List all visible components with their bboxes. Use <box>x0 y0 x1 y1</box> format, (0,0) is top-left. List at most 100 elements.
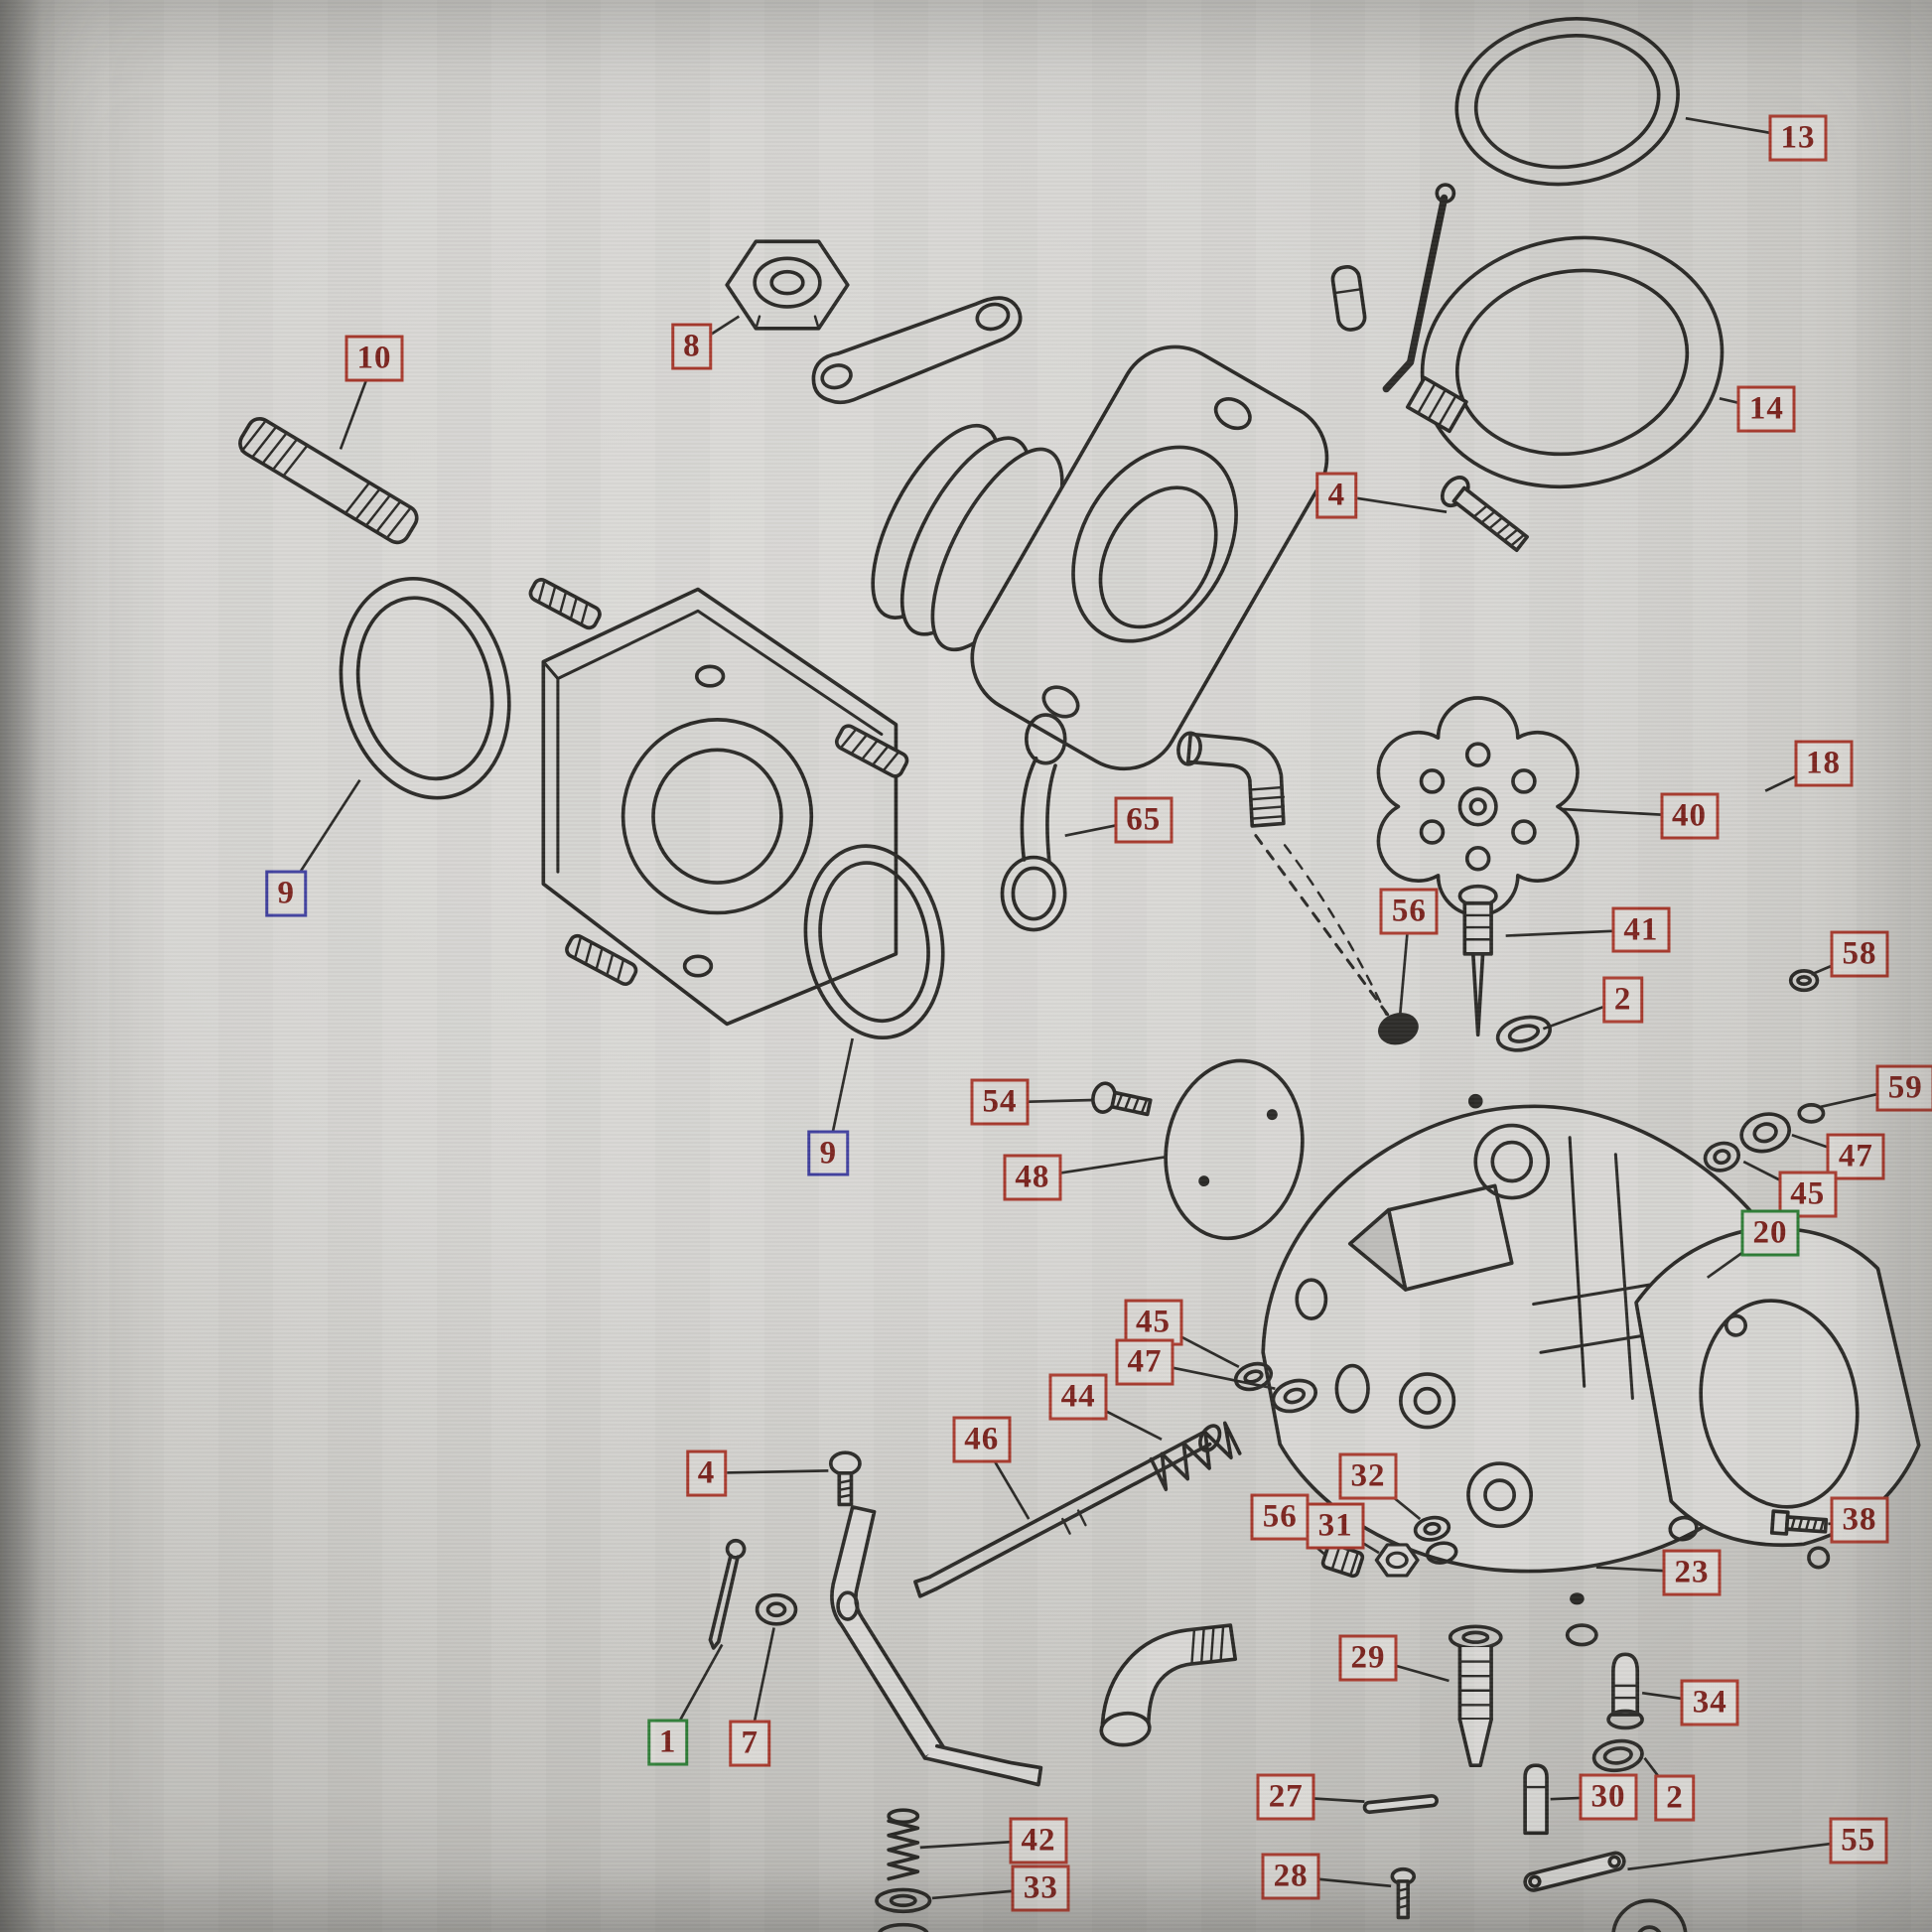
part-washer <box>1788 969 1820 993</box>
part-main-jet <box>1448 1624 1503 1767</box>
part-washer <box>1739 1112 1791 1154</box>
callout-54: 54 <box>970 1078 1030 1126</box>
callout-number: 27 <box>1268 1778 1304 1815</box>
part-washer <box>875 1887 932 1914</box>
callout-7: 7 <box>729 1720 771 1767</box>
callout-number: 28 <box>1273 1858 1309 1894</box>
part-washer <box>755 1592 798 1626</box>
callout-20: 20 <box>1740 1209 1800 1257</box>
part-pin <box>1362 1794 1439 1815</box>
callout-number: 9 <box>819 1135 838 1172</box>
part-washer <box>1425 1541 1458 1565</box>
part-oring <box>803 844 945 1040</box>
callout-33: 33 <box>1011 1864 1070 1912</box>
callout-32: 32 <box>1338 1452 1398 1500</box>
callout-number: 4 <box>1327 477 1346 513</box>
callout-number: 48 <box>1015 1159 1050 1195</box>
callout-number: 2 <box>1613 981 1632 1018</box>
part-plug <box>1523 1763 1549 1836</box>
callout-number: 29 <box>1350 1639 1386 1676</box>
callout-45: 45 <box>1124 1299 1183 1346</box>
callout-45: 45 <box>1778 1171 1838 1218</box>
part-gear-piece <box>1611 1898 1688 1932</box>
callout-number: 34 <box>1692 1684 1727 1721</box>
callout-40: 40 <box>1660 792 1720 840</box>
callout-4: 4 <box>1315 472 1358 519</box>
callout-46: 46 <box>952 1416 1012 1463</box>
callout-number: 31 <box>1317 1507 1353 1544</box>
part-bracket <box>811 296 1023 405</box>
callout-47: 47 <box>1115 1338 1174 1386</box>
callout-number: 56 <box>1262 1498 1298 1535</box>
part-clamp-band <box>1330 183 1725 489</box>
part-stud <box>238 416 419 545</box>
callout-number: 4 <box>697 1454 716 1491</box>
part-rod <box>913 1424 1222 1598</box>
callout-27: 27 <box>1256 1773 1315 1821</box>
callout-38: 38 <box>1830 1496 1889 1544</box>
part-washer <box>1797 1103 1826 1124</box>
callout-42: 42 <box>1009 1817 1068 1864</box>
callout-58: 58 <box>1830 930 1889 978</box>
callout-number: 41 <box>1623 911 1659 948</box>
callout-number: 10 <box>356 340 392 376</box>
callout-9: 9 <box>265 870 307 917</box>
leader-line <box>1627 1839 1859 1871</box>
part-needle <box>1606 1652 1644 1730</box>
callout-8: 8 <box>671 323 713 370</box>
part-spring <box>1149 1421 1242 1492</box>
callout-number: 47 <box>1127 1343 1163 1380</box>
callout-56: 56 <box>1250 1493 1310 1541</box>
callout-41: 41 <box>1611 906 1671 953</box>
callout-number: 13 <box>1780 119 1816 156</box>
part-needle-valve <box>1457 884 1498 1037</box>
callout-number: 55 <box>1841 1822 1876 1859</box>
callout-48: 48 <box>1003 1154 1062 1201</box>
callout-number: 23 <box>1674 1554 1710 1590</box>
part-washer <box>1807 1546 1831 1570</box>
callout-14: 14 <box>1736 385 1796 433</box>
callout-9: 9 <box>807 1130 850 1176</box>
callout-18: 18 <box>1794 740 1854 787</box>
part-wire-clip <box>1000 713 1067 932</box>
callout-number: 8 <box>683 328 701 364</box>
part-elbow-fitting <box>1176 731 1286 828</box>
callout-number: 14 <box>1748 390 1784 427</box>
part-float-bowl-cover <box>1634 1226 1921 1548</box>
callout-number: 18 <box>1806 745 1842 781</box>
part-lever <box>828 1450 1043 1787</box>
part-elbow-fitting <box>1099 1623 1238 1747</box>
callout-10: 10 <box>345 335 404 382</box>
callout-number: 40 <box>1672 797 1708 834</box>
part-bolt <box>1769 1509 1829 1536</box>
callout-number: 38 <box>1842 1501 1877 1538</box>
part-cotter-pin <box>708 1538 747 1650</box>
callout-56: 56 <box>1379 888 1439 935</box>
callout-number: 7 <box>741 1725 759 1761</box>
callout-number: 47 <box>1838 1138 1873 1174</box>
assembly-dashed-line <box>1254 834 1393 1022</box>
part-screw <box>1390 1866 1417 1920</box>
part-washer <box>878 1922 929 1932</box>
callout-65: 65 <box>1114 796 1173 844</box>
callout-1: 1 <box>646 1719 689 1766</box>
part-clamp-small <box>1523 1851 1626 1892</box>
part-hex-nut <box>1374 1543 1420 1578</box>
callout-30: 30 <box>1579 1773 1638 1821</box>
callout-number: 1 <box>658 1724 677 1760</box>
callout-number: 30 <box>1590 1778 1626 1815</box>
callout-number: 42 <box>1021 1822 1056 1859</box>
callout-number: 54 <box>982 1083 1018 1120</box>
callout-59: 59 <box>1875 1064 1932 1112</box>
assembly-dashed-line <box>1283 844 1388 1016</box>
part-screw <box>1441 476 1529 553</box>
callout-number: 45 <box>1136 1304 1172 1340</box>
callout-number: 59 <box>1887 1069 1923 1106</box>
callout-number: 32 <box>1350 1457 1386 1494</box>
part-star-gasket <box>1376 696 1580 917</box>
callout-13: 13 <box>1768 114 1828 162</box>
callout-number: 56 <box>1391 893 1427 929</box>
part-screw <box>1091 1081 1153 1117</box>
